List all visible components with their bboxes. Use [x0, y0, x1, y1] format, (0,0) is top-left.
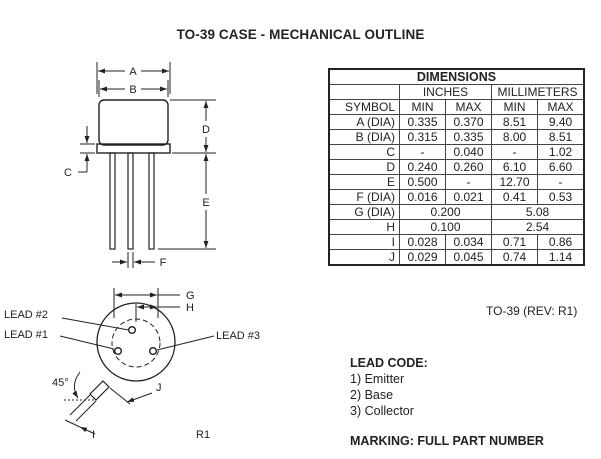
lead-pin-3 — [148, 347, 157, 356]
dim-label-e: E — [202, 197, 209, 209]
marking-note: MARKING: FULL PART NUMBER — [350, 434, 544, 448]
lead-pin-1 — [113, 347, 122, 356]
lead-code-title: LEAD CODE: — [350, 356, 428, 370]
table-title: DIMENSIONS — [328, 68, 585, 85]
lead-code-item: 3) Collector — [350, 404, 414, 418]
lead-3-label: LEAD #3 — [216, 330, 260, 342]
header-millimeters: MILLIMETERS — [491, 84, 585, 100]
lead-code-item: 1) Emitter — [350, 372, 405, 386]
dim-label-f: F — [160, 257, 167, 269]
lead-code-item: 2) Base — [350, 388, 394, 402]
dim-label-j: J — [156, 382, 162, 394]
dim-label-a: A — [129, 66, 137, 78]
lead-circle — [111, 318, 161, 368]
table-row: D 0.240 0.260 6.10 6.60 — [328, 159, 585, 175]
table-revision-note: TO-39 (REV: R1) — [486, 304, 578, 318]
table-row: H 0.100 2.54 — [328, 219, 585, 235]
lead-code-section: LEAD CODE: 1) Emitter 2) Base 3) Collect… — [350, 355, 428, 419]
lead-2-label: LEAD #2 — [4, 309, 48, 321]
table-row: B (DIA) 0.315 0.335 8.00 8.51 — [328, 129, 585, 145]
bottom-view — [59, 288, 215, 435]
header-inches: INCHES — [399, 84, 492, 100]
dim-label-g: G — [186, 290, 195, 302]
dim-label-h: H — [186, 302, 194, 314]
table-row: J 0.029 0.045 0.74 1.14 — [328, 249, 585, 266]
table-row: G (DIA) 0.200 5.08 — [328, 204, 585, 220]
lead-pin-2 — [127, 326, 136, 335]
header-mm-min: MIN — [491, 99, 538, 115]
can-outline-circle — [96, 302, 176, 382]
orientation-tab — [89, 380, 110, 401]
side-view — [78, 62, 216, 268]
dimensions-table: DIMENSIONS INCHES MILLIMETERS SYMBOL MIN… — [328, 68, 585, 266]
page-title: TO-39 CASE - MECHANICAL OUTLINE — [176, 27, 425, 42]
table-row: C - 0.040 - 1.02 — [328, 144, 585, 160]
dim-label-b: B — [129, 84, 136, 96]
side-view-labels: A B D E C F — [64, 66, 210, 269]
dim-label-c: C — [64, 167, 72, 179]
table-row: E 0.500 - 12.70 - — [328, 174, 585, 190]
table-row: A (DIA) 0.335 0.370 8.51 9.40 — [328, 114, 585, 130]
header-symbol: SYMBOL — [328, 99, 400, 115]
angle-label: 45° — [52, 377, 69, 389]
revision-label: R1 — [196, 429, 210, 441]
dim-label-i: I — [92, 429, 95, 441]
side-leads — [109, 152, 155, 250]
header-in-max: MAX — [445, 99, 492, 115]
header-in-min: MIN — [399, 99, 446, 115]
header-mm-max: MAX — [537, 99, 585, 115]
dim-label-d: D — [202, 124, 210, 136]
lead-1-label: LEAD #1 — [4, 329, 48, 341]
bottom-view-labels: G H LEAD #2 LEAD #1 LEAD #3 45° J I R1 — [4, 290, 260, 441]
table-row: F (DIA) 0.016 0.021 0.41 0.53 — [328, 189, 585, 205]
can-body — [98, 99, 169, 146]
table-row: I 0.028 0.034 0.71 0.86 — [328, 234, 585, 250]
